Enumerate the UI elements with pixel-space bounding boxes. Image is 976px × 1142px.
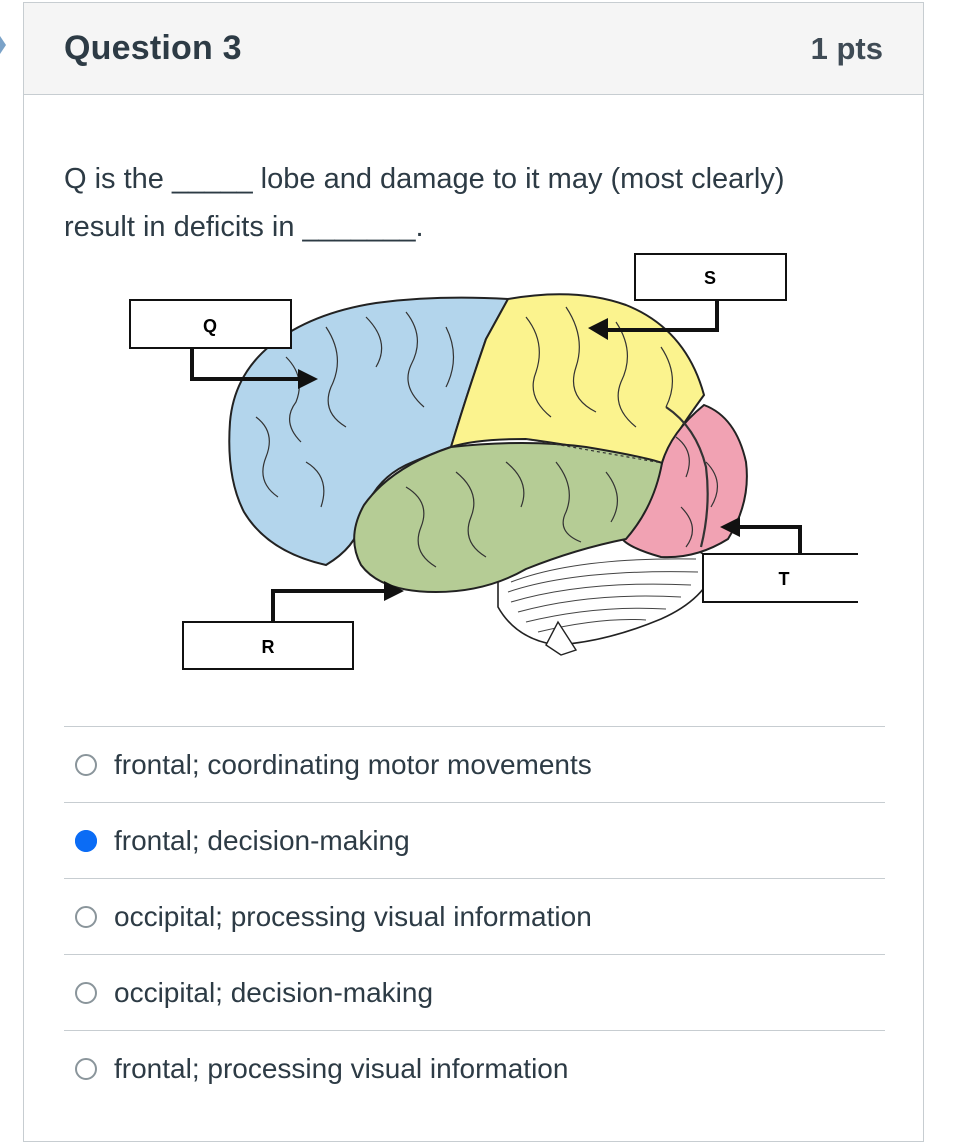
label-box-r: R: [182, 621, 354, 670]
answer-label: frontal; decision-making: [114, 824, 410, 856]
answer-option[interactable]: frontal; decision-making: [64, 802, 885, 878]
question-header: Question 3 1 pts: [24, 3, 923, 95]
label-box-t: T: [702, 553, 858, 603]
answer-option[interactable]: frontal; processing visual information: [64, 1030, 885, 1106]
answer-option[interactable]: frontal; coordinating motor movements: [64, 726, 885, 802]
label-q: Q: [203, 316, 217, 336]
answer-label: frontal; coordinating motor movements: [114, 748, 592, 780]
answer-label: frontal; processing visual information: [114, 1052, 569, 1084]
answer-label: occipital; processing visual information: [114, 900, 592, 932]
brain-diagram: Q S R T: [129, 253, 858, 670]
prompt-line-2: result in deficits in _______.: [64, 211, 424, 243]
answer-option[interactable]: occipital; processing visual information: [64, 878, 885, 954]
prompt-line-1: Q is the _____ lobe and damage to it may…: [64, 163, 785, 195]
label-arrows: [190, 301, 802, 621]
label-r: R: [262, 637, 275, 657]
radio-button-selected[interactable]: [75, 829, 97, 852]
question-prompt: Q is the _____ lobe and damage to it may…: [64, 155, 864, 251]
label-t: T: [779, 569, 790, 589]
question-points: 1 pts: [810, 30, 883, 66]
question-card: Question 3 1 pts Q is the _____ lobe and…: [23, 2, 924, 1142]
temporal-lobe: [353, 442, 664, 594]
question-title: Question 3: [64, 29, 242, 67]
radio-button[interactable]: [75, 1057, 97, 1080]
label-s: S: [704, 268, 716, 288]
label-box-s: S: [634, 253, 787, 301]
label-box-q: Q: [129, 299, 292, 349]
answer-list: frontal; coordinating motor movements fr…: [64, 726, 885, 1106]
radio-button[interactable]: [75, 905, 97, 928]
radio-button[interactable]: [75, 753, 97, 776]
radio-button[interactable]: [75, 981, 97, 1004]
answer-option[interactable]: occipital; decision-making: [64, 954, 885, 1030]
gyri-lines: [255, 306, 718, 568]
answer-label: occipital; decision-making: [114, 976, 434, 1008]
collapse-indicator-icon: [0, 36, 6, 54]
